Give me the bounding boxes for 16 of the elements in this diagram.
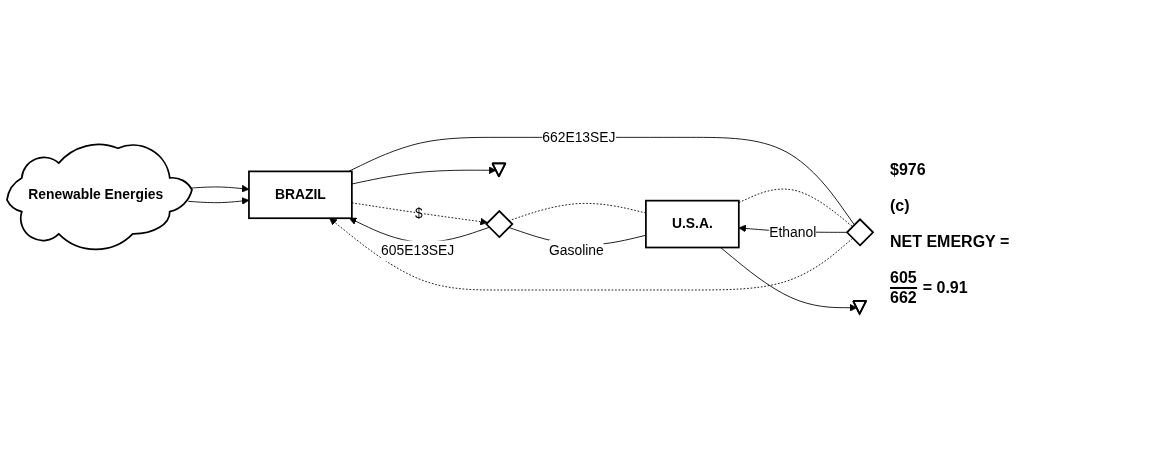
edge-label: Ethanol (769, 224, 817, 239)
figure-caption: (c) (890, 196, 911, 215)
node-diamond (485, 209, 514, 238)
edge-label: $ (415, 205, 423, 220)
edge-label: Gasoline (548, 242, 604, 258)
note-label: NET EMERGY = (890, 232, 1011, 251)
denominator: 662 (890, 288, 917, 307)
node-box: BRAZIL (248, 170, 353, 219)
node-box: U.S.A. (645, 199, 740, 248)
note-label: $976 (890, 160, 927, 179)
edge-label: 605E13SEJ (381, 242, 455, 258)
edge-label: 662E13SEJ (542, 129, 616, 144)
equation-result: = 0.91 (922, 278, 968, 297)
node-diamond (845, 217, 875, 247)
connector (738, 188, 853, 227)
numerator: 605 (890, 268, 917, 289)
